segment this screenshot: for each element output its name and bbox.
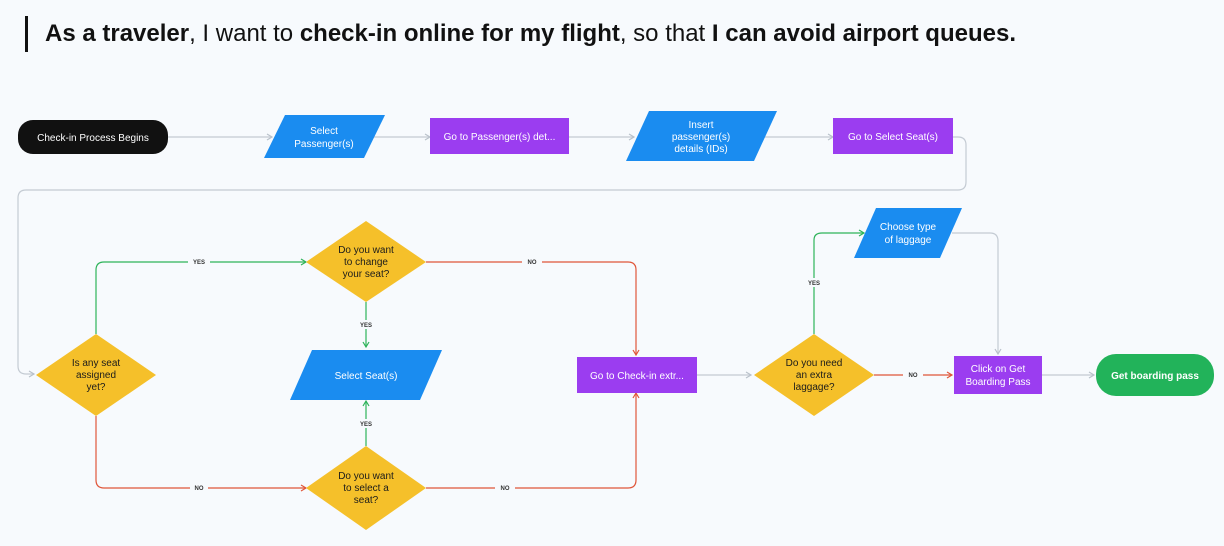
click-boarding-pass-node[interactable]: Click on Get Boarding Pass bbox=[954, 356, 1042, 394]
edge-change-seat-no bbox=[426, 261, 640, 357]
edge-label-no: NO bbox=[528, 260, 537, 266]
select-seats-node[interactable]: Select Seat(s) bbox=[290, 350, 442, 400]
svg-text:Check-in Process Begins: Check-in Process Begins bbox=[37, 133, 149, 144]
svg-text:to change: to change bbox=[344, 257, 388, 268]
svg-text:yet?: yet? bbox=[87, 382, 106, 393]
svg-text:an extra: an extra bbox=[796, 370, 833, 381]
svg-text:Go to Check-in extr...: Go to Check-in extr... bbox=[590, 371, 684, 382]
go-checkin-extra-node[interactable]: Go to Check-in extr... bbox=[577, 357, 697, 393]
svg-text:to select a: to select a bbox=[343, 483, 389, 494]
edge-label-yes: YES bbox=[193, 260, 205, 266]
edge-label-yes: YES bbox=[808, 281, 820, 287]
edge-label-no: NO bbox=[195, 486, 204, 492]
svg-text:laggage?: laggage? bbox=[793, 382, 835, 393]
svg-text:passenger(s): passenger(s) bbox=[672, 132, 730, 143]
edge-label-yes: YES bbox=[360, 323, 372, 329]
edge-go-select-seat-to-seat-assigned bbox=[17, 136, 967, 378]
svg-text:Get boarding pass: Get boarding pass bbox=[1111, 371, 1199, 382]
svg-text:assigned: assigned bbox=[76, 370, 116, 381]
svg-text:Select Seat(s): Select Seat(s) bbox=[335, 371, 398, 382]
edge-label-yes: YES bbox=[360, 422, 372, 428]
extra-luggage-decision[interactable]: Do you need an extra laggage? bbox=[754, 334, 874, 416]
svg-text:Boarding Pass: Boarding Pass bbox=[965, 377, 1030, 388]
edge-extra-luggage-yes bbox=[813, 229, 866, 334]
seat-assigned-decision[interactable]: Is any seat assigned yet? bbox=[36, 334, 156, 416]
svg-text:details (IDs): details (IDs) bbox=[674, 144, 727, 155]
select-passenger-node[interactable]: Select Passenger(s) bbox=[264, 115, 385, 158]
svg-text:Go to Select Seat(s): Go to Select Seat(s) bbox=[848, 132, 938, 143]
svg-text:Click on Get: Click on Get bbox=[971, 364, 1026, 375]
edge-label-no: NO bbox=[501, 486, 510, 492]
svg-text:Passenger(s): Passenger(s) bbox=[294, 139, 353, 150]
change-seat-decision[interactable]: Do you want to change your seat? bbox=[306, 221, 426, 302]
want-select-seat-decision[interactable]: Do you want to select a seat? bbox=[306, 446, 426, 530]
svg-text:your seat?: your seat? bbox=[343, 269, 390, 280]
svg-text:Do you want: Do you want bbox=[338, 471, 394, 482]
page-title: As a traveler, I want to check-in online… bbox=[45, 20, 1016, 47]
svg-text:seat?: seat? bbox=[354, 495, 379, 506]
svg-text:of laggage: of laggage bbox=[885, 235, 932, 246]
edge-want-select-seat-no bbox=[426, 391, 640, 489]
edge-seat-assigned-yes bbox=[95, 258, 308, 334]
go-passenger-details-node[interactable]: Go to Passenger(s) det... bbox=[430, 118, 569, 154]
go-select-seat-node[interactable]: Go to Select Seat(s) bbox=[833, 118, 953, 154]
edge-seat-assigned-no bbox=[95, 416, 308, 492]
svg-text:Do you want: Do you want bbox=[338, 245, 394, 256]
svg-text:Choose type: Choose type bbox=[880, 222, 937, 233]
title-accent-bar bbox=[25, 16, 28, 52]
edge-choose-luggage-to-click-boarding bbox=[952, 232, 1002, 356]
svg-text:Is any seat: Is any seat bbox=[72, 358, 121, 369]
svg-text:Select: Select bbox=[310, 126, 338, 137]
svg-text:Go to Passenger(s) det...: Go to Passenger(s) det... bbox=[444, 132, 556, 143]
get-boarding-pass-node[interactable]: Get boarding pass bbox=[1096, 354, 1214, 396]
choose-luggage-node[interactable]: Choose type of laggage bbox=[854, 208, 962, 258]
edge-label-no: NO bbox=[909, 373, 918, 379]
svg-text:Do you need: Do you need bbox=[786, 358, 843, 369]
svg-text:Insert: Insert bbox=[688, 120, 713, 131]
start-node[interactable]: Check-in Process Begins bbox=[18, 120, 168, 154]
insert-passenger-details-node[interactable]: Insert passenger(s) details (IDs) bbox=[626, 111, 777, 161]
